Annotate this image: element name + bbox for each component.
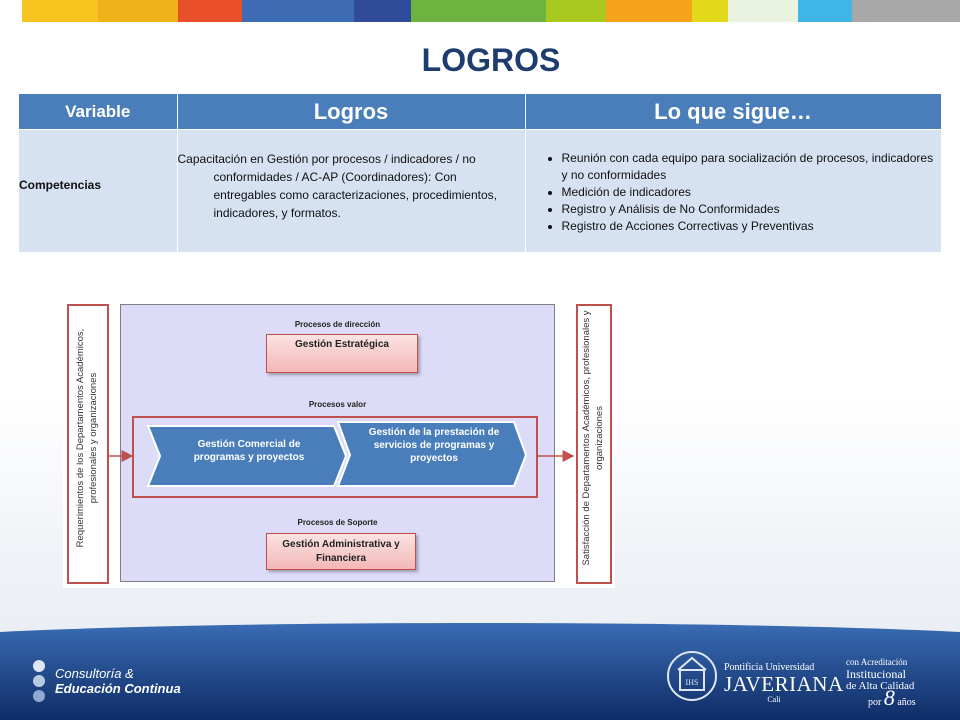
footer-wave (0, 623, 960, 720)
top-color-strip (0, 0, 960, 22)
footer-band: Consultoría & Educación Continua IHS Pon… (0, 622, 960, 720)
strip-segment (728, 0, 798, 22)
page-title: LOGROS (421, 42, 561, 78)
satisfaction-label: Satisfacción de Departamentos Académicos… (581, 310, 605, 566)
logo-line2: Educación Continua (55, 681, 181, 696)
accr-line4: por (868, 697, 882, 708)
achievement-cell: Capacitación en Gestión por procesos / i… (177, 129, 526, 252)
list-item: Registro de Acciones Correctivas y Preve… (562, 218, 941, 235)
value-processes-title: Procesos valor (308, 400, 367, 409)
logo-dot (33, 675, 45, 687)
header-next: Lo que sigue… (525, 94, 942, 130)
strip-segment (354, 0, 411, 22)
strategic-management-box: Gestión Estratégica (266, 334, 418, 373)
accr-years: 8 (883, 685, 895, 710)
accr-years-row: por 8 años (868, 687, 936, 709)
javeriana-logo-text: Pontificia Universidad JAVERIANA Cali (724, 662, 844, 704)
consultoria-logo-text: Consultoría & Educación Continua (55, 666, 181, 696)
commercial-management-label: Gestión Comercial de programas y proyect… (193, 439, 305, 463)
list-item: Registro y Análisis de No Conformidades (562, 201, 941, 218)
process-map-diagram: Requerimientos de los Departamentos Acad… (63, 293, 615, 588)
strip-segment (852, 0, 960, 22)
strip-segment (606, 0, 692, 22)
strip-segment (0, 0, 22, 22)
variable-value: Competencias (19, 178, 102, 192)
accr-line2: Institucional (846, 667, 906, 681)
strip-segment (98, 0, 178, 22)
value-chevrons (146, 421, 528, 487)
strip-segment (411, 0, 546, 22)
javeriana-crest-icon: IHS (667, 651, 717, 701)
univ-line2: JAVERIANA (724, 672, 844, 696)
admin-finance-box: Gestión Administrativa y Financiera (266, 533, 416, 570)
value-processes-frame: Gestión Comercial de programas y proyect… (132, 416, 538, 498)
next-steps-cell: Reunión con cada equipo para socializaci… (525, 129, 942, 252)
consultoria-logo-icon (33, 660, 47, 708)
accr-line3: de Alta Calidad (846, 680, 915, 692)
svg-text:IHS: IHS (686, 678, 699, 687)
strip-segment (178, 0, 242, 22)
support-processes-title: Procesos de Soporte (297, 518, 378, 527)
flow-arrows (107, 450, 575, 462)
strip-segment (22, 0, 98, 22)
strip-segment (546, 0, 606, 22)
achievement-text-rest: conformidades / AC-AP (Coordinadores): C… (213, 170, 497, 220)
strip-segment (798, 0, 852, 22)
service-delivery-label: Gestión de la prestación de servicios de… (368, 427, 500, 464)
table-row: Competencias Capacitación en Gestión por… (19, 129, 942, 252)
requirements-box (67, 304, 109, 584)
logo-dot (33, 690, 45, 702)
univ-line1: Pontificia Universidad (724, 662, 815, 673)
achievements-table: Variable Logros Lo que sigue… Competenci… (19, 94, 942, 252)
variable-cell: Competencias (19, 129, 178, 252)
accr-line1: con Acreditación (846, 657, 908, 667)
accr-line5: años (897, 697, 916, 708)
commercial-chevron-shape (146, 425, 348, 487)
table-header-row: Variable Logros Lo que sigue… (19, 94, 942, 130)
accreditation-seal: con Acreditación Institucional de Alta C… (846, 656, 936, 709)
list-item: Medición de indicadores (562, 184, 941, 201)
header-logros: Logros (177, 94, 526, 130)
direction-processes-title: Procesos de dirección (294, 320, 381, 329)
list-item: Reunión con cada equipo para socializaci… (562, 150, 941, 184)
logo-dot (33, 660, 45, 672)
strip-segment (692, 0, 728, 22)
header-variable: Variable (19, 94, 178, 130)
next-steps-list: Reunión con cada equipo para socializaci… (526, 150, 941, 235)
service-chevron-shape (336, 421, 528, 487)
logo-line1: Consultoría & (55, 666, 134, 681)
satisfaction-box (576, 304, 612, 584)
univ-line3: Cali (767, 695, 781, 704)
achievement-text-line1: Capacitación en Gestión por procesos / i… (177, 152, 476, 166)
strip-segment (242, 0, 354, 22)
